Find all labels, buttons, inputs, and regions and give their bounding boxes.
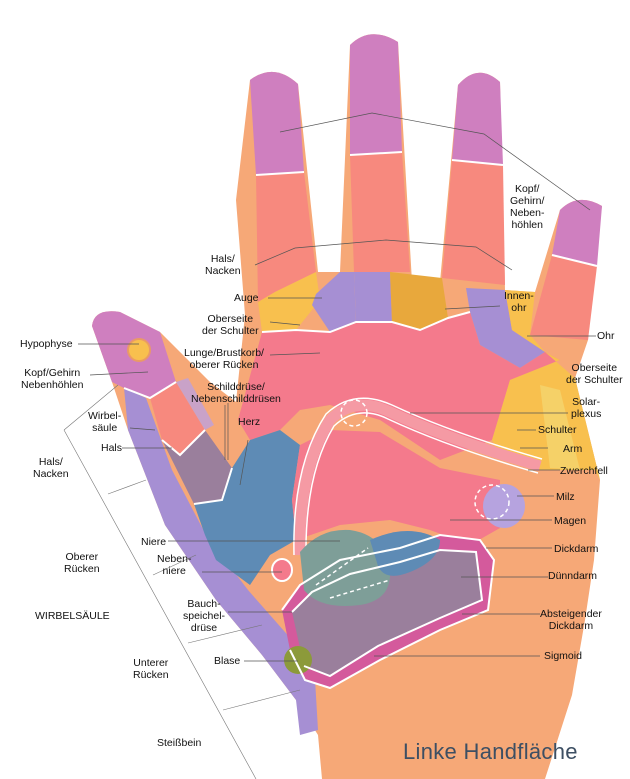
spleen-zone: [483, 484, 525, 528]
label-bauchspeicheldruese: Bauch- speichel- drüse: [183, 598, 226, 634]
label-oberseite-schulter-right: Oberseite der Schulter: [566, 362, 623, 386]
spine-region-lines: [63, 384, 301, 779]
diaphragm-outline-inner: [305, 412, 539, 557]
zone-outlines: [123, 151, 598, 690]
label-arm: Arm: [563, 443, 583, 455]
label-zwerchfell: Zwerchfell: [560, 465, 608, 477]
pituitary-zone: [127, 338, 151, 362]
finger-tip-index: [250, 71, 304, 175]
inner-ear-zone: [466, 288, 545, 368]
thumb-neck-zone: [150, 382, 205, 455]
thumb-throat-zone: [162, 430, 232, 504]
finger-tip-ring: [452, 72, 503, 165]
label-oberseite-schulter-left: Oberseite der Schulter: [202, 313, 259, 337]
label-hypophyse: Hypophyse: [20, 338, 73, 350]
finger-mid-index: [256, 172, 316, 302]
label-dickdarm: Dickdarm: [554, 543, 599, 555]
ear-zone-little: [505, 290, 545, 352]
heart-zone: [194, 430, 300, 585]
label-kopf-gehirn-nebenhoehlen: Kopf/ Gehirn/ Neben- höhlen: [510, 183, 545, 231]
label-schulter: Schulter: [538, 424, 577, 436]
label-absteigender-dickdarm: Absteigender Dickdarm: [540, 608, 602, 632]
label-schilddruese: Schilddrüse/ Nebenschilddrüsen: [191, 381, 281, 405]
label-hals: Hals: [101, 442, 123, 454]
label-wirbelsaeule-big: WIRBELSÄULE: [35, 610, 110, 622]
diagram-caption: Linke Handfläche: [403, 739, 578, 764]
label-innenohr: Innen- ohr: [504, 290, 534, 314]
label-herz: Herz: [238, 416, 261, 428]
label-sigmoid: Sigmoid: [544, 650, 582, 662]
adrenal-zone: [271, 558, 293, 582]
label-magen: Magen: [554, 515, 587, 527]
finger-tip-little: [552, 199, 602, 266]
label-lunge: Lunge/Brustkorb/ oberer Rücken: [184, 347, 264, 371]
eye-zone-purple: [312, 272, 356, 332]
dashed-markers: [315, 399, 510, 599]
diaphragm-band: [294, 399, 542, 556]
finger-mid-middle: [350, 152, 410, 272]
leader-lines: [78, 112, 596, 662]
diaphragm-outline: [293, 397, 543, 556]
eye-zone-middle: [354, 272, 392, 322]
label-ohr: Ohr: [597, 330, 615, 342]
thumb-stripe-zone: [176, 378, 214, 430]
label-wirbelsaeule-small: Wirbel- säule: [88, 410, 122, 434]
label-duenndarm: Dünndarm: [548, 570, 598, 582]
label-kopf-gehirn-thumb: Kopf/Gehirn Nebenhöhlen: [21, 367, 84, 391]
label-milz: Milz: [556, 491, 575, 503]
label-niere: Niere: [141, 536, 167, 548]
finger-mid-little: [530, 255, 597, 340]
finger-mid-ring: [442, 160, 505, 285]
solar-plexus-zone: [540, 385, 580, 470]
ear-zone-ring: [390, 272, 448, 330]
label-solarplexus: Solar- plexus: [571, 396, 602, 420]
label-blase: Blase: [214, 655, 241, 667]
label-hals-nacken: Hals/ Nacken: [205, 253, 241, 277]
label-auge: Auge: [234, 292, 259, 304]
label-unterer-ruecken: Unterer Rücken: [133, 657, 169, 681]
stomach-zone: [292, 430, 500, 545]
lung-chest-zone: [238, 312, 560, 460]
label-oberer-ruecken: Oberer Rücken: [64, 551, 100, 575]
bladder-zone: [284, 646, 312, 674]
label-hals-nacken-spine: Hals/ Nacken: [33, 456, 69, 480]
label-steissbein: Steißbein: [157, 737, 202, 749]
eye-zone-index: [258, 272, 320, 332]
label-nebenniere: Neben- niere: [157, 553, 192, 577]
finger-tip-middle: [350, 34, 402, 155]
